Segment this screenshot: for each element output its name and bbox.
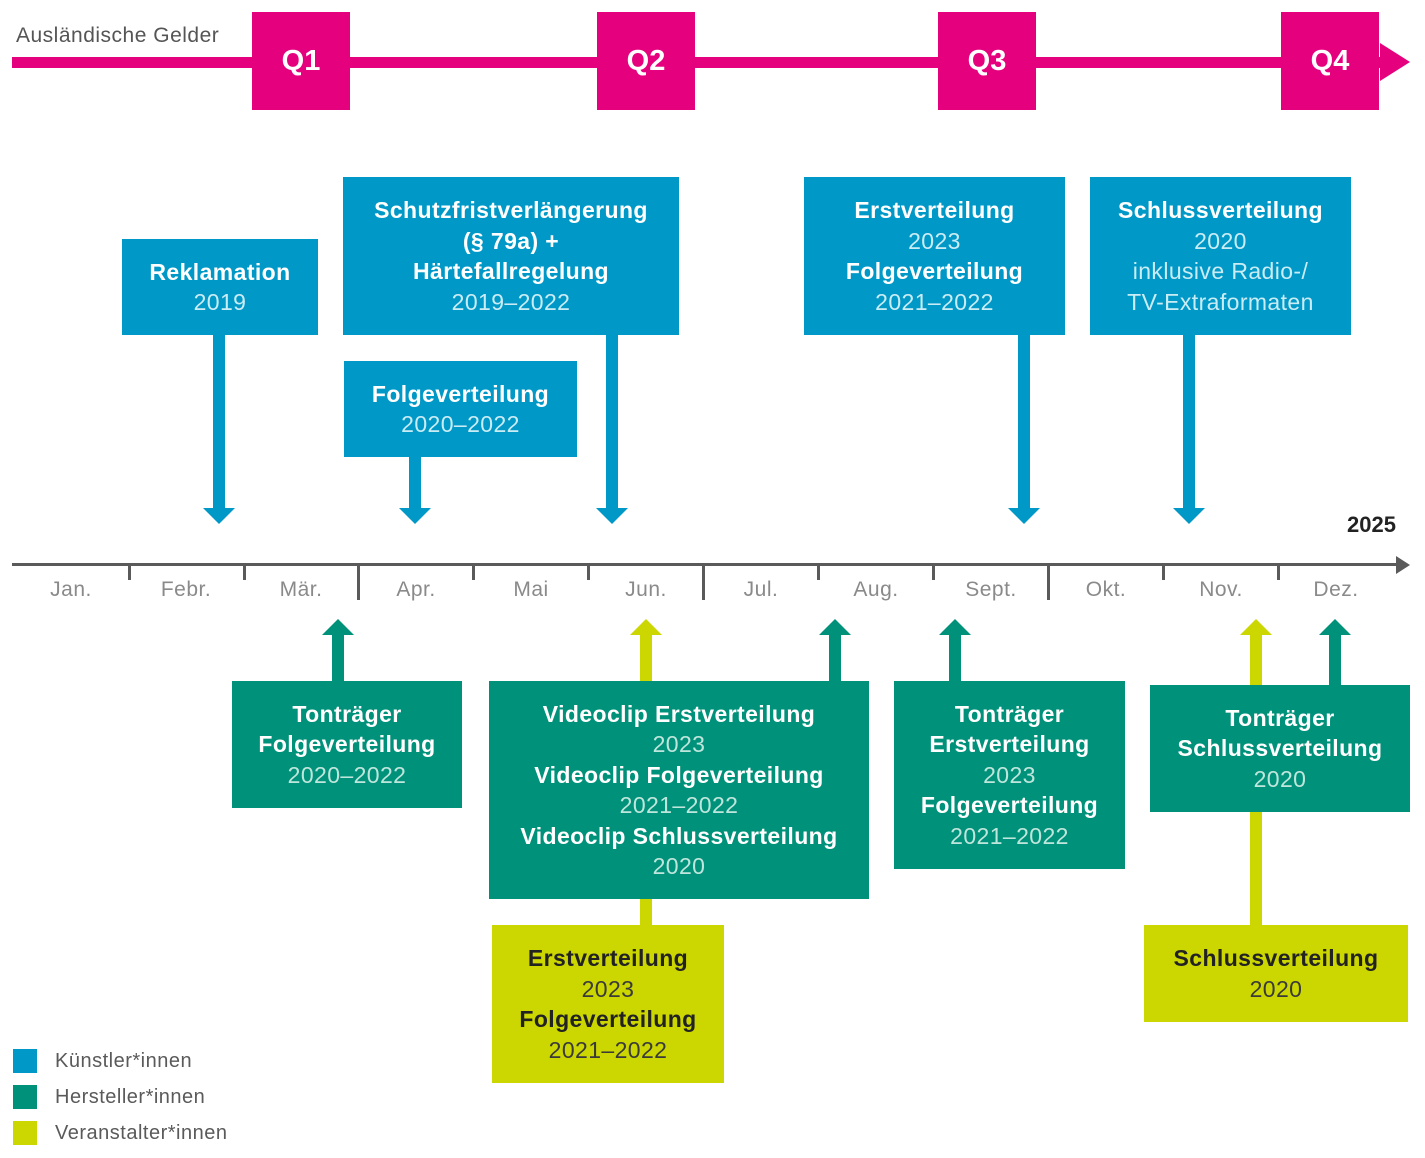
schluss-nov-years: 2020 [1194, 227, 1247, 254]
month-sept: Sept. [965, 578, 1017, 601]
veranstalter-jun-years1: 2023 [581, 975, 635, 1002]
reklamation-title: Reklamation [149, 258, 291, 285]
folge-apr-years: 2020–2022 [401, 411, 520, 437]
legend-label-producers: Hersteller*innen [55, 1086, 206, 1108]
veranstalter-nov-title: Schlussverteilung [1173, 945, 1379, 971]
blue-arrows [203, 335, 1205, 524]
year-label: 2025 [1347, 512, 1396, 537]
veranstalter-nov-years: 2020 [1249, 975, 1303, 1002]
tontraeger-dez-title1: Tonträger [1225, 704, 1335, 731]
foreign-funds-label: Ausländische Gelder [16, 24, 220, 47]
videoclip-y2: 2021–2022 [619, 792, 739, 818]
tontraeger-dez-title2: Schlussverteilung [1177, 735, 1383, 762]
box-tontraeger-dez: Tonträger Schlussverteilung 2020 [1150, 685, 1410, 812]
erst-sept-years1: 2023 [908, 227, 961, 254]
month-dez: Dez. [1313, 578, 1359, 601]
quarter-q3: Q3 [938, 12, 1036, 110]
tontraeger-sept-title3: Folgeverteilung [920, 792, 1099, 819]
videoclip-t2: Videoclip Folgeverteilung [534, 761, 824, 788]
schluss-nov-title: Schlussverteilung [1118, 197, 1323, 223]
schutzfrist-years: 2019–2022 [451, 288, 571, 315]
quarter-q1: Q1 [252, 12, 350, 110]
box-videoclip: Videoclip Erstverteilung 2023 Videoclip … [489, 681, 869, 899]
month-jan: Jan. [50, 578, 92, 601]
box-tontraeger-sept: Tonträger Erstverteilung 2023 Folgeverte… [894, 681, 1125, 869]
schluss-nov-note2: TV-Extraformaten [1127, 288, 1314, 315]
videoclip-t3: Videoclip Schlussverteilung [520, 822, 838, 849]
folge-apr-title: Folgeverteilung [371, 380, 550, 407]
month-aug: Aug. [853, 578, 899, 601]
box-erstverteilung-sept: Erstverteilung 2023 Folgeverteilung 2021… [804, 177, 1065, 335]
month-tick [1047, 563, 1050, 600]
box-schlussverteilung-nov: Schlussverteilung 2020 inklusive Radio-/… [1090, 177, 1351, 335]
schutzfrist-line3: Härtefallregelung [413, 258, 609, 284]
erst-sept-title2: Folgeverteilung [845, 258, 1024, 284]
tontraeger-sept-years2: 2021–2022 [950, 822, 1069, 849]
month-jun: Jun. [625, 578, 667, 601]
box-schutzfrist: Schutzfristverlängerung (§ 79a) + Härtef… [343, 177, 679, 335]
month-tick [817, 563, 820, 580]
month-tick [128, 563, 131, 580]
legend-label-artists: Künstler*innen [55, 1050, 193, 1072]
quarter-arrow-head [1380, 43, 1410, 81]
veranstalter-jun-title1: Erstverteilung [527, 945, 689, 971]
veranstalter-jun-title2: Folgeverteilung [519, 1006, 697, 1032]
box-folgeverteilung-apr: Folgeverteilung 2020–2022 [344, 361, 577, 457]
tontraeger-dez-years: 2020 [1253, 765, 1307, 792]
tontraeger-maer-title1: Tonträger [292, 700, 402, 727]
box-reklamation: Reklamation 2019 [122, 239, 318, 335]
box-veranstalter-nov: Schlussverteilung 2020 [1144, 925, 1408, 1022]
timeline-axis [12, 563, 1398, 566]
reklamation-years: 2019 [193, 289, 247, 315]
erst-sept-years2: 2021–2022 [875, 288, 994, 315]
month-okt: Okt. [1085, 578, 1127, 601]
box-tontraeger-maer: Tonträger Folgeverteilung 2020–2022 [232, 681, 462, 808]
teal-arrows [322, 619, 1351, 685]
month-mai: Mai [513, 578, 549, 601]
month-tick [932, 563, 935, 580]
legend-label-organizers: Veranstalter*innen [55, 1122, 228, 1144]
erst-sept-title1: Erstverteilung [854, 197, 1015, 223]
month-nov: Nov. [1199, 578, 1243, 601]
tontraeger-sept-title1: Tonträger [954, 700, 1065, 727]
schluss-nov-note1: inklusive Radio-/ [1132, 258, 1309, 284]
month-tick [243, 563, 246, 580]
videoclip-t1: Videoclip Erstverteilung [542, 700, 816, 727]
legend-swatch-artists [13, 1049, 37, 1073]
schutzfrist-line1: Schutzfristverlängerung [374, 197, 648, 223]
box-veranstalter-jun: Erstverteilung 2023 Folgeverteilung 2021… [492, 925, 724, 1083]
timeline-arrow-head [1396, 556, 1410, 574]
month-tick [1162, 563, 1165, 580]
month-tick [702, 563, 705, 600]
legend-swatch-producers [13, 1085, 37, 1109]
videoclip-y3: 2020 [652, 853, 706, 879]
month-tick [472, 563, 475, 580]
month-apr: Apr. [396, 578, 436, 601]
videoclip-y1: 2023 [652, 731, 706, 757]
tontraeger-maer-years: 2020–2022 [287, 761, 407, 788]
month-feb: Febr. [160, 578, 212, 601]
tontraeger-sept-years1: 2023 [983, 761, 1036, 788]
schutzfrist-line2: (§ 79a) + [462, 227, 560, 254]
month-tick [587, 563, 590, 580]
quarter-arrow-line [12, 57, 1384, 68]
month-mar: Mär. [279, 578, 323, 601]
month-tick [1277, 563, 1280, 580]
quarter-q2: Q2 [597, 12, 695, 110]
veranstalter-jun-years2: 2021–2022 [548, 1036, 668, 1063]
month-jul: Jul. [743, 578, 779, 601]
tontraeger-sept-title2: Erstverteilung [929, 731, 1090, 758]
legend-swatch-organizers [13, 1121, 37, 1145]
quarter-q4: Q4 [1281, 12, 1379, 110]
month-tick [357, 563, 360, 600]
tontraeger-maer-title2: Folgeverteilung [258, 731, 436, 758]
